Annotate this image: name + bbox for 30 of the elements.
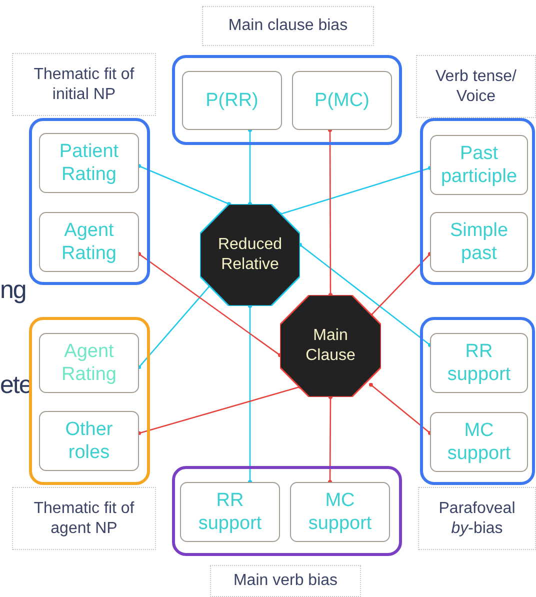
group-heading: Main clause bias: [202, 6, 374, 46]
factor-box: RR support: [180, 482, 280, 542]
octagon-label: Main Clause: [304, 326, 356, 366]
group-heading: Thematic fit of initial NP: [12, 53, 156, 116]
factor-box: Simple past: [430, 212, 528, 272]
connector-line: [137, 164, 231, 206]
connector-line: [137, 384, 302, 436]
factor-box: Agent Rating: [39, 333, 139, 393]
connector-line: [248, 128, 252, 206]
factor-box: MC support: [430, 412, 528, 472]
connector-line: [368, 382, 432, 435]
octagon-label: Reduced Relative: [217, 235, 283, 275]
factor-box: P(MC): [292, 71, 392, 130]
cut-off-text: ng: [0, 278, 26, 303]
group-heading: Verb tense/ Voice: [416, 55, 536, 118]
connector-line: [328, 128, 332, 297]
factor-box: Other roles: [39, 411, 139, 471]
connector-line: [278, 166, 432, 216]
connector-line: [137, 252, 282, 358]
group-heading: Main verb bias: [210, 565, 361, 597]
connector-line: [368, 252, 432, 318]
connector-line: [137, 284, 212, 370]
factor-box: Patient Rating: [39, 133, 139, 193]
group-heading: Parafoveal by-bias: [418, 487, 536, 550]
factor-box: P(RR): [182, 71, 282, 130]
factor-box: Agent Rating: [39, 212, 139, 272]
factor-box: RR support: [430, 333, 528, 393]
factor-box: Past participle: [430, 135, 528, 195]
factor-box: MC support: [290, 482, 390, 542]
group-heading: Thematic fit of agent NP: [12, 487, 156, 550]
